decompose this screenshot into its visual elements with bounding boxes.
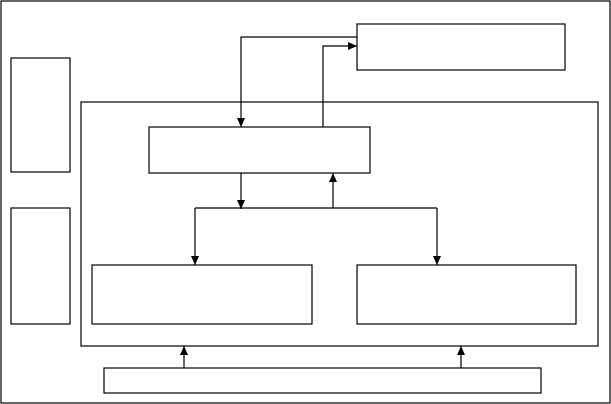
left-top-box <box>10 57 71 173</box>
bottom-right-inner-box <box>356 264 577 325</box>
bottom-bar-box <box>103 367 542 394</box>
bottom-left-inner-box <box>91 264 313 325</box>
arrow-center-to-topright <box>322 42 357 127</box>
top-right-box <box>356 23 566 71</box>
main-container <box>80 101 599 347</box>
center-box <box>148 126 371 174</box>
left-bottom-box <box>10 207 71 325</box>
arrow-topright-to-center <box>237 36 357 127</box>
